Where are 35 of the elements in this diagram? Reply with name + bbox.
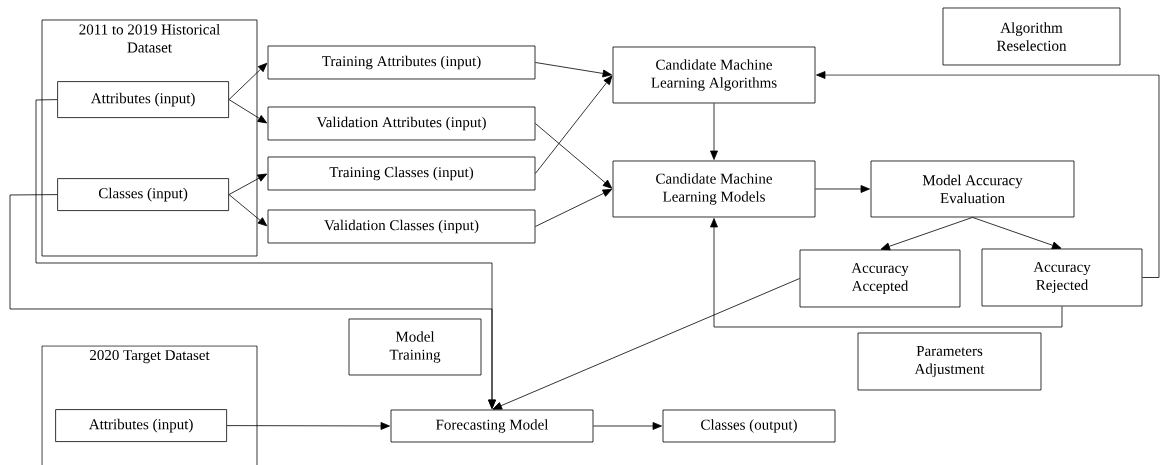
process-box: Classes (input) xyxy=(57,178,229,211)
arrow xyxy=(226,422,390,430)
process-box: Attributes (input) xyxy=(55,409,227,442)
process-box: Classes (output) xyxy=(662,409,836,443)
process-box: Attributes (input) xyxy=(57,81,229,118)
process-box: Accuracy Accepted xyxy=(799,249,961,308)
process-box: Model Training xyxy=(348,318,482,376)
process-box: Candidate Machine Learning Models xyxy=(612,160,816,218)
arrow xyxy=(228,62,268,100)
process-box: Forecasting Model xyxy=(390,409,594,443)
arrow xyxy=(228,173,268,195)
process-box: Accuracy Rejected xyxy=(981,248,1143,307)
arrow xyxy=(228,194,268,227)
arrow xyxy=(710,218,1063,328)
arrow xyxy=(535,75,613,174)
arrow xyxy=(972,217,1062,250)
arrow xyxy=(535,189,613,227)
arrow xyxy=(228,99,268,124)
arrow xyxy=(710,103,718,160)
arrow xyxy=(492,278,800,410)
arrow xyxy=(816,71,1160,278)
arrow xyxy=(593,422,662,430)
process-box: Training Classes (input) xyxy=(267,156,536,191)
arrow xyxy=(880,217,973,251)
process-box: Validation Classes (input) xyxy=(267,209,536,244)
arrow xyxy=(9,194,496,409)
process-box: Algorithm Reselection xyxy=(942,7,1121,66)
process-box: Parameters Adjustment xyxy=(857,332,1042,391)
arrow xyxy=(815,185,870,193)
arrow xyxy=(535,62,612,78)
arrow xyxy=(535,123,613,189)
process-box: Candidate Machine Learning Algorithms xyxy=(612,46,816,104)
process-box: Training Attributes (input) xyxy=(267,45,536,80)
process-box: Validation Attributes (input) xyxy=(267,106,536,141)
process-box: Model Accuracy Evaluation xyxy=(870,160,1075,218)
